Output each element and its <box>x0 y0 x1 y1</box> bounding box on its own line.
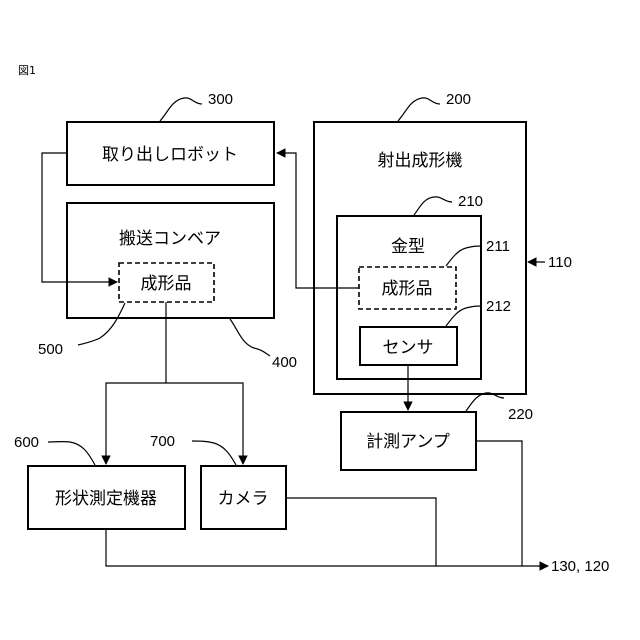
camera-output-line <box>286 498 436 566</box>
conveyor-ref: 400 <box>272 354 297 371</box>
figure-label: 図1 <box>18 64 36 77</box>
amplifier-label: 計測アンプ <box>366 432 450 452</box>
shape-measurer-leader <box>48 442 95 465</box>
shape-measurer-ref: 600 <box>14 434 39 451</box>
measurer-output-line <box>106 529 548 566</box>
conveyor-leader <box>230 319 270 356</box>
camera-label: カメラ <box>218 489 269 509</box>
molded-product-on-conveyor-label: 成形品 <box>141 274 192 294</box>
amplifier-output-line <box>476 441 522 566</box>
molding-machine-leader <box>398 98 440 121</box>
molded-product-on-conveyor-ref: 500 <box>38 341 63 358</box>
product-to-camera-line <box>166 383 243 464</box>
molded-product-in-mold-ref: 211 <box>486 238 510 255</box>
system-ref: 110 <box>548 254 572 271</box>
robot-leader <box>160 98 202 121</box>
shape-measurer-label: 形状測定機器 <box>55 489 157 509</box>
amplifier-ref: 220 <box>508 406 533 423</box>
robot-label: 取り出しロボット <box>102 145 238 165</box>
molding-machine-ref: 200 <box>446 91 471 108</box>
amplifier-leader <box>466 393 504 411</box>
camera-leader <box>192 441 236 465</box>
conveyor-label: 搬送コンベア <box>119 229 221 249</box>
mold-label: 金型 <box>391 237 425 257</box>
molding-machine-label: 射出成形機 <box>378 151 463 171</box>
sensor-ref: 212 <box>486 298 511 315</box>
robot-ref: 300 <box>208 91 233 108</box>
camera-ref: 700 <box>150 433 175 450</box>
sensor-label: センサ <box>383 338 434 358</box>
output-ref: 130, 120 <box>551 558 609 575</box>
molded-product-in-mold-label: 成形品 <box>382 279 433 299</box>
mold-ref: 210 <box>458 193 483 210</box>
